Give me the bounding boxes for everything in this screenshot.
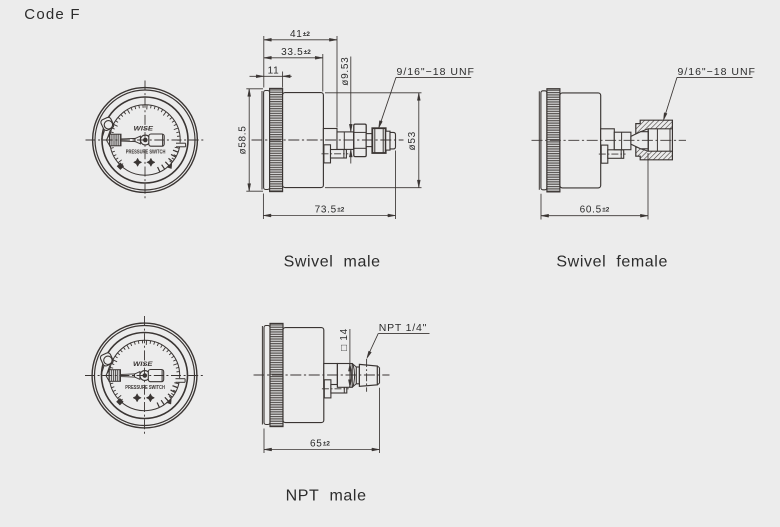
svg-text:NPT male: NPT male <box>286 488 367 505</box>
svg-text:Code F: Code F <box>24 6 80 23</box>
svg-text:Swivel male: Swivel male <box>284 254 381 271</box>
svg-text:□ 14: □ 14 <box>339 328 350 351</box>
svg-text:73.5: 73.5 <box>315 205 337 216</box>
svg-text:65: 65 <box>310 438 323 449</box>
svg-text:9/16"−18 UNF: 9/16"−18 UNF <box>678 66 756 78</box>
svg-text:±2: ±2 <box>337 207 345 214</box>
svg-text:ø9.53: ø9.53 <box>340 57 351 86</box>
svg-text:ø53: ø53 <box>407 131 418 150</box>
svg-text:Swivel female: Swivel female <box>556 254 668 271</box>
svg-text:±2: ±2 <box>323 440 331 447</box>
svg-text:33.5: 33.5 <box>281 47 303 58</box>
svg-text:ø58.5: ø58.5 <box>238 125 249 154</box>
svg-text:±2: ±2 <box>304 49 312 56</box>
svg-text:9/16"−18 UNF: 9/16"−18 UNF <box>397 66 475 78</box>
svg-text:±2: ±2 <box>303 31 311 38</box>
svg-text:NPT 1/4": NPT 1/4" <box>379 322 427 334</box>
svg-text:±2: ±2 <box>602 206 610 213</box>
svg-text:41: 41 <box>290 29 303 40</box>
svg-text:11: 11 <box>268 65 280 76</box>
svg-text:60.5: 60.5 <box>580 204 602 215</box>
